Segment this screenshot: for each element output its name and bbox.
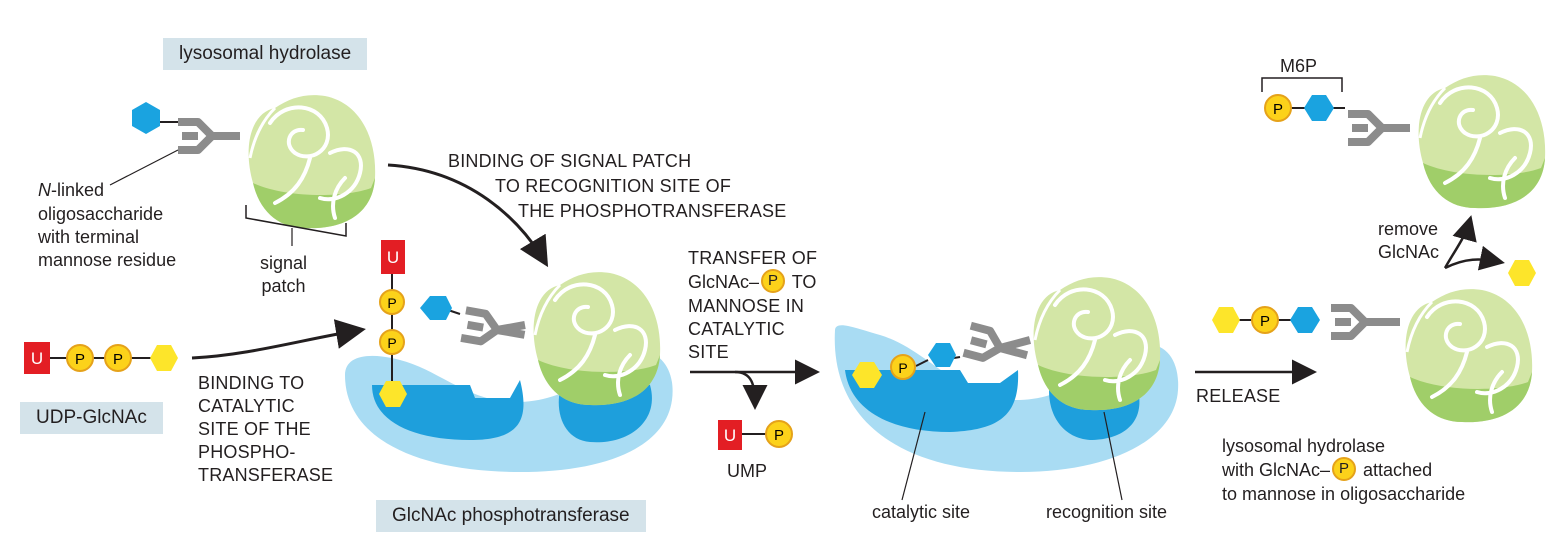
ump-label: UMP	[727, 461, 767, 481]
binding-signal-patch-line-3: THE PHOSPHOTRANSFERASE	[518, 201, 787, 221]
binding-arrow	[191, 319, 366, 360]
oligosaccharide-pointer	[109, 149, 179, 186]
udp-glcnac-label: UDP-GlcNAc	[20, 402, 163, 434]
m6p-label: M6P	[1280, 56, 1318, 76]
binding-signal-patch-line-1: BINDING OF SIGNAL PATCH	[448, 151, 692, 171]
hydrolase-released: P	[1212, 287, 1535, 425]
ump-molecule: U P	[718, 420, 793, 450]
glcnac-phosphotransferase-label: GlcNAc phosphotransferase	[376, 500, 646, 532]
phosphate-letter: P	[75, 351, 85, 368]
svg-text:U: U	[724, 426, 736, 445]
phosphate-icon: P	[761, 269, 786, 294]
binding-signal-arrow	[387, 163, 549, 268]
binding-catalytic-label: BINDING TO CATALYTIC SITE OF THE PHOSPHO…	[198, 373, 334, 485]
svg-text:U: U	[387, 248, 399, 267]
binding-signal-patch-line-2: TO RECOGNITION SITE OF	[495, 176, 732, 196]
catalytic-site-label: catalytic site	[872, 502, 971, 522]
remove-glcnac-label: remove GlcNAc	[1378, 219, 1440, 262]
glcnac-hexagon	[150, 345, 178, 371]
signal-patch-bracket	[245, 205, 347, 237]
svg-text:P: P	[774, 427, 784, 444]
svg-text:P: P	[387, 295, 396, 311]
phosphate-icon: P	[1332, 457, 1357, 482]
svg-text:P: P	[898, 360, 907, 376]
hydrolase-m6p: P	[1264, 73, 1548, 211]
transfer-line-1: TRANSFER OF	[688, 248, 818, 268]
phosphate-letter: P	[113, 351, 123, 368]
catalytic-site-pointer	[901, 411, 926, 501]
hydrolase-bound-1	[420, 270, 663, 408]
n-linked-label: N-linked	[38, 180, 105, 200]
oligosaccharide-description: oligosaccharide with terminal mannose re…	[38, 204, 177, 270]
free-glcnac-hexagon	[1508, 260, 1536, 286]
result-line-3: to mannose in oligosaccharide	[1222, 484, 1466, 504]
glcnac-leaving-arrow	[1444, 245, 1505, 271]
mannose-hexagon	[132, 102, 160, 134]
result-line-2: with GlcNAc–P attached	[1222, 457, 1432, 482]
udp-glcnac-bound: U P P	[379, 240, 407, 407]
result-line-1: lysosomal hydrolase	[1222, 436, 1386, 456]
lysosomal-hydrolase-label: lysosomal hydrolase	[163, 38, 368, 70]
uridine-letter: U	[31, 349, 43, 368]
signal-patch-label: signal patch	[260, 253, 308, 296]
svg-text:P: P	[387, 335, 396, 351]
recognition-site-label: recognition site	[1046, 502, 1168, 522]
svg-text:P: P	[1273, 101, 1283, 118]
ump-release-arrow	[734, 370, 768, 410]
hydrolase-bound-2: P	[852, 275, 1163, 413]
uridine-block	[24, 342, 50, 374]
m6p-bracket	[1261, 77, 1343, 92]
transfer-line-2: GlcNAc–P TO	[688, 269, 816, 294]
release-label: RELEASE	[1196, 386, 1281, 406]
remove-glcnac-arrow	[1443, 215, 1477, 269]
hydrolase-top-left	[132, 93, 378, 231]
transfer-rest: MANNOSE IN CATALYTIC SITE	[688, 296, 805, 362]
svg-text:P: P	[1260, 313, 1270, 330]
recognition-site-pointer	[1103, 411, 1123, 501]
udp-glcnac-chain: U P P	[24, 342, 178, 374]
